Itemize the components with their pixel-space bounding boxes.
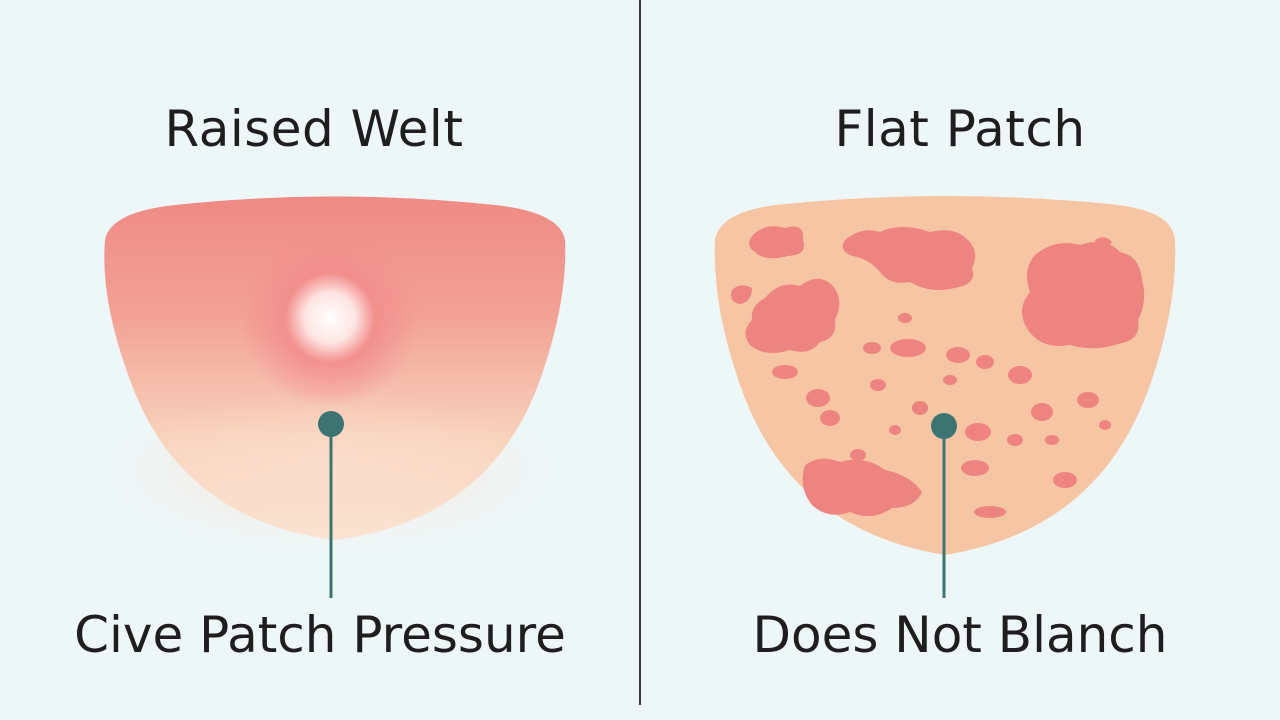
rash-patch xyxy=(898,313,912,323)
rash-patch xyxy=(1077,392,1099,408)
flat-patch-illustration xyxy=(714,196,1176,598)
rash-patch xyxy=(842,227,976,290)
pointer-dot xyxy=(318,411,344,437)
rash-patch xyxy=(1031,403,1053,421)
rash-patch xyxy=(731,285,752,304)
right-panel: Flat Patch Does Not Blanch xyxy=(640,0,1280,720)
rash-patch xyxy=(961,460,989,476)
rash-patch xyxy=(976,355,994,369)
left-panel: Raised Welt Cive Patch Pressure xyxy=(74,100,566,664)
rash-patch xyxy=(1045,435,1059,445)
rash-patch xyxy=(890,339,926,357)
divider xyxy=(639,0,641,705)
rash-patch xyxy=(1007,434,1023,446)
rash-patch xyxy=(875,231,892,245)
rash-patch xyxy=(749,226,804,259)
rash-patch xyxy=(912,401,928,415)
rash-patch xyxy=(870,379,886,391)
rash-patch xyxy=(806,389,830,407)
rash-patch xyxy=(745,278,840,354)
rash-patch xyxy=(965,423,991,441)
rash-patch xyxy=(1053,472,1077,488)
rash-patch xyxy=(820,410,840,426)
rash-patch xyxy=(772,365,798,379)
rash-patch xyxy=(974,506,1006,518)
rash-patch xyxy=(863,342,881,354)
flat-patch-caption: Does Not Blanch xyxy=(752,606,1168,664)
welt-bump xyxy=(240,228,420,408)
raised-welt-caption: Cive Patch Pressure xyxy=(74,606,566,664)
rash-patch xyxy=(1099,420,1111,430)
flat-patch-title: Flat Patch xyxy=(834,100,1086,158)
raised-welt-title: Raised Welt xyxy=(164,100,464,158)
rash-patch xyxy=(802,458,922,517)
rash-patch xyxy=(850,449,866,461)
raised-welt-illustration xyxy=(104,196,566,598)
rash-patch xyxy=(943,375,957,385)
rash-patch xyxy=(1021,241,1145,349)
rash-patch xyxy=(1095,237,1112,249)
rash-patch xyxy=(1008,366,1032,384)
rash-patch xyxy=(889,425,901,435)
pointer-dot xyxy=(931,413,957,439)
rash-patch xyxy=(946,347,970,363)
rash-patches xyxy=(731,226,1145,518)
